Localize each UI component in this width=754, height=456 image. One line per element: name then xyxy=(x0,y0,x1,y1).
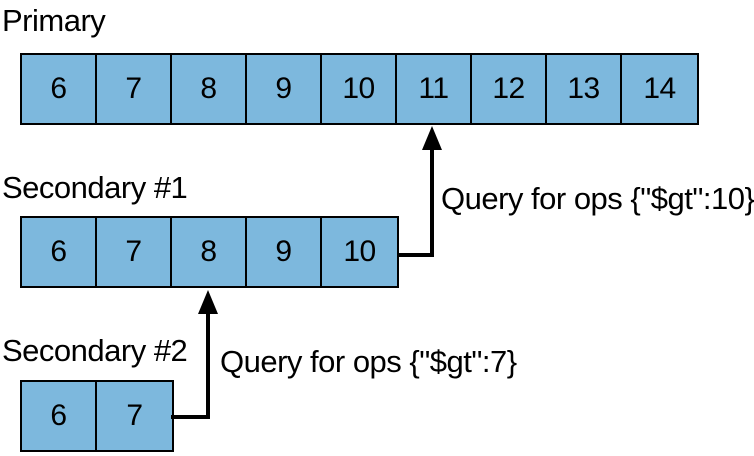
sec2-query-arrowhead xyxy=(198,290,218,314)
oplog-entry: 6 xyxy=(22,382,97,450)
oplog-entry: 6 xyxy=(22,218,97,286)
oplog-entry: 10 xyxy=(343,235,376,268)
secondary1-query-label: Query for ops {"$gt":10} xyxy=(441,181,754,216)
oplog-entry: 8 xyxy=(172,55,247,123)
oplog-entry: 7 xyxy=(97,55,172,123)
secondary1-oplog: 6 7 8 9 10 xyxy=(20,216,399,288)
oplog-entry: 7 xyxy=(97,218,172,286)
secondary2-oplog: 6 7 xyxy=(20,380,174,452)
primary-oplog: 6 7 8 9 10 11 12 13 14 xyxy=(20,53,699,125)
oplog-entry: 14 xyxy=(643,72,676,105)
secondary2-label: Secondary #2 xyxy=(2,333,188,368)
oplog-entry: 10 xyxy=(322,55,397,123)
oplog-entry: 11 xyxy=(397,55,472,123)
oplog-entry: 9 xyxy=(247,55,322,123)
oplog-entry: 7 xyxy=(126,399,143,432)
oplog-entry: 9 xyxy=(247,218,322,286)
oplog-entry: 6 xyxy=(22,55,97,123)
sec1-query-arrow-line xyxy=(397,148,434,257)
oplog-entry: 12 xyxy=(472,55,547,123)
secondary2-query-label: Query for ops {"$gt":7} xyxy=(220,344,517,379)
sec1-query-arrowhead xyxy=(422,126,442,150)
oplog-entry: 8 xyxy=(172,218,247,286)
secondary1-label: Secondary #1 xyxy=(2,170,188,205)
primary-label: Primary xyxy=(2,3,106,38)
oplog-entry: 13 xyxy=(547,55,622,123)
